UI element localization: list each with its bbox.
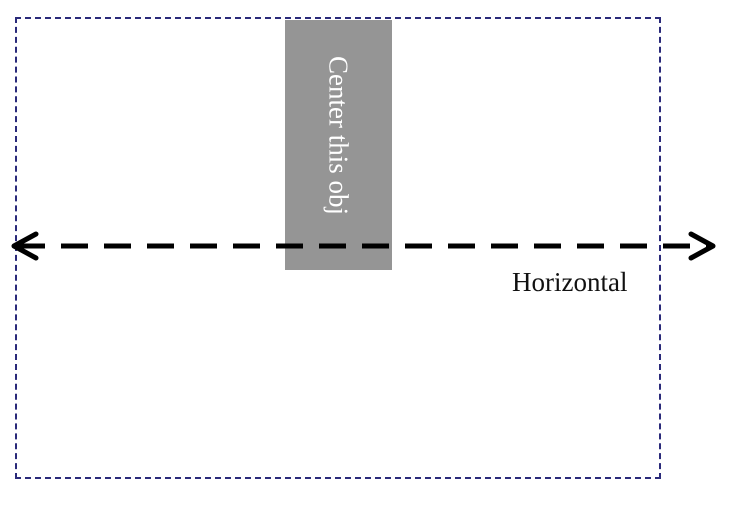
right-arrowhead-icon — [688, 231, 716, 261]
target-object[interactable]: Center this obj — [285, 20, 392, 270]
axis-label: Horizontal — [512, 267, 628, 297]
left-arrowhead-icon — [11, 231, 39, 261]
